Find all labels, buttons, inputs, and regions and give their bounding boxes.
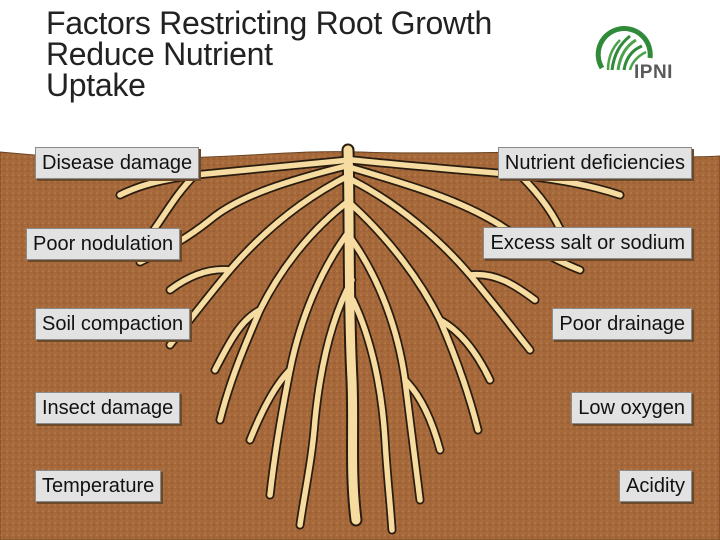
label-acidity: Acidity	[619, 470, 692, 502]
label-nutrient-deficiencies: Nutrient deficiencies	[497, 147, 692, 179]
label-excess-salt-or-sodium: Excess salt or sodium	[483, 227, 692, 259]
root-system	[115, 143, 625, 535]
lateral-root	[467, 271, 538, 303]
label-insect-damage: Insect damage	[35, 392, 181, 424]
lateral-root	[350, 297, 395, 533]
taproot	[343, 145, 361, 525]
label-disease-damage: Disease damage	[35, 147, 200, 179]
lateral-root	[117, 157, 353, 198]
logo-text: IPNI	[634, 62, 673, 83]
lateral-root	[349, 177, 533, 353]
ipni-logo: IPNI	[590, 18, 700, 88]
title-line-2: Reduce Nutrient	[46, 36, 273, 72]
label-poor-nodulation: Poor nodulation	[26, 228, 181, 260]
lateral-root	[247, 367, 293, 443]
lateral-root	[167, 266, 233, 293]
lateral-root	[297, 277, 355, 528]
logo-emblem-icon	[595, 26, 653, 71]
label-poor-drainage: Poor drainage	[552, 308, 692, 340]
label-temperature: Temperature	[35, 470, 162, 502]
lateral-root	[437, 317, 493, 383]
title-line-1: Factors Restricting Root Growth	[46, 5, 492, 41]
label-low-oxygen: Low oxygen	[571, 392, 692, 424]
lateral-root	[212, 307, 263, 373]
title-line-3: Uptake	[46, 67, 146, 103]
lateral-root	[402, 377, 443, 453]
label-soil-compaction: Soil compaction	[35, 308, 191, 340]
